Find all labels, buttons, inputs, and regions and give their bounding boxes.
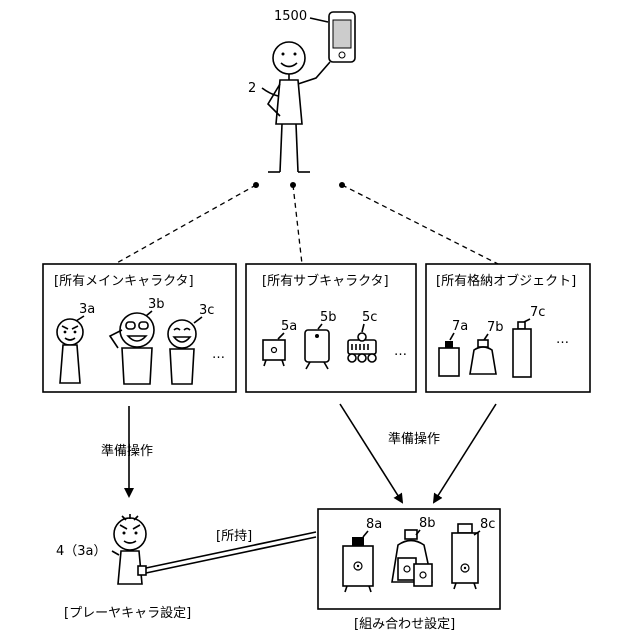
sub-char-5a	[263, 340, 285, 366]
object-7a	[439, 341, 459, 376]
object-7a-label: 7a	[452, 319, 468, 334]
object-7c-label: 7c	[530, 305, 545, 320]
combo-8a	[343, 537, 373, 592]
storage-objects-title: [所有格納オブジェクト]	[436, 273, 576, 289]
main-char-3c-label: 3c	[199, 303, 214, 318]
main-char-3c	[168, 320, 196, 384]
sub-char-5b	[305, 330, 329, 369]
main-char-3a	[57, 319, 83, 383]
combination-setting-title: [組み合わせ設定]	[354, 616, 455, 632]
player-char-label: 4（3a）	[56, 544, 107, 559]
main-char-3b-label: 3b	[148, 297, 165, 312]
main-char-3b	[110, 313, 154, 384]
sub-char-5b-label: 5b	[320, 310, 337, 325]
terminal-leader	[310, 18, 328, 22]
combo-8a-label: 8a	[366, 517, 382, 532]
sub-char-5c	[348, 333, 376, 362]
prep-label-right: 準備操作	[388, 431, 440, 447]
ownership-links	[115, 182, 498, 264]
combo-8c-label: 8c	[480, 517, 495, 532]
player-character	[114, 514, 146, 584]
main-ellipsis: …	[212, 347, 225, 362]
object-7b-label: 7b	[487, 320, 504, 335]
combo-8c	[452, 524, 478, 589]
prep-label-left: 準備操作	[101, 443, 153, 459]
object-7b	[470, 340, 496, 374]
storage-ellipsis: …	[556, 332, 569, 347]
sub-characters-title: [所有サブキャラクタ]	[262, 273, 389, 289]
player-label: 2	[248, 81, 256, 96]
player-setting-title: [プレーヤキャラ設定]	[64, 605, 191, 621]
prep-arrow-sub	[340, 404, 402, 502]
sub-ellipsis: …	[394, 344, 407, 359]
terminal-label: 1500	[274, 9, 307, 24]
possess-label: [所持]	[216, 529, 252, 544]
object-7c	[513, 322, 531, 377]
prep-arrow-storage	[434, 404, 496, 502]
combo-8b	[392, 530, 432, 586]
main-characters-title: [所有メインキャラクタ]	[54, 274, 194, 289]
player-figure	[268, 42, 330, 172]
sub-char-5a-label: 5a	[281, 319, 297, 334]
combo-8b-label: 8b	[419, 516, 436, 531]
sub-char-5c-label: 5c	[362, 310, 377, 325]
main-char-3a-label: 3a	[79, 302, 95, 317]
terminal-device	[329, 12, 355, 62]
